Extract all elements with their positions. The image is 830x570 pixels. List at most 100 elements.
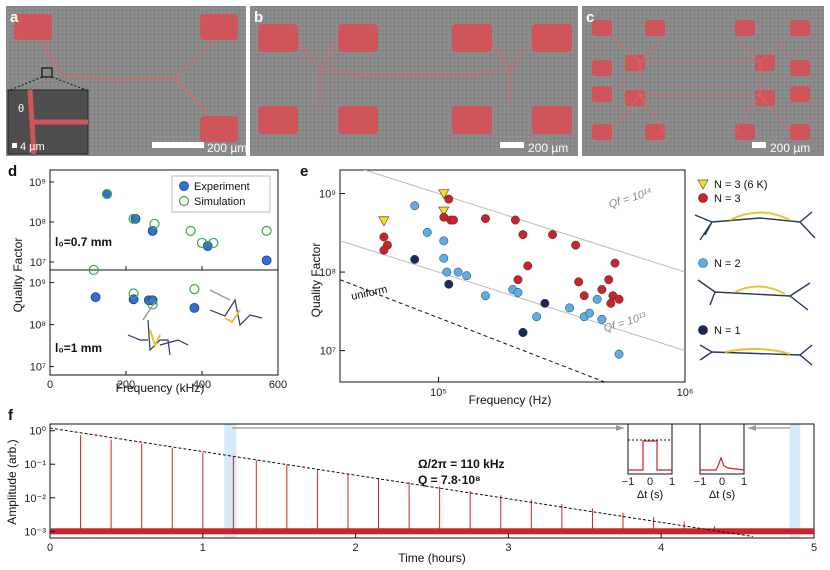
x-tick-label: 0 — [47, 542, 53, 554]
panel-f-ylabel: Amplitude (arb.) — [5, 439, 19, 524]
panel-d-xlabel: Frequency (kHz) — [116, 381, 205, 395]
data-point — [574, 277, 584, 287]
data-point — [481, 214, 490, 224]
panel-f-label: f — [8, 407, 14, 424]
x-tick-label: 0 — [47, 379, 53, 391]
data-point — [585, 308, 595, 318]
panel-b-label: b — [254, 9, 263, 26]
n3-6k-point — [378, 216, 390, 227]
simulation-point — [128, 288, 139, 299]
panel-c-label: c — [586, 9, 594, 26]
data-point — [518, 230, 528, 240]
legend-n3: N = 3 — [714, 193, 741, 205]
y-tick-label: 10⁹ — [29, 278, 46, 290]
inset-scale-text: 4 µm — [20, 141, 45, 153]
inset-angle: θ — [18, 103, 24, 115]
experiment-point — [189, 302, 200, 313]
simulation-point — [149, 218, 160, 229]
panel-c-image — [582, 6, 824, 156]
experiment-point — [261, 255, 272, 266]
legend-n2: N = 2 — [714, 258, 741, 270]
data-point — [444, 194, 454, 204]
x-tick-label: 3 — [505, 542, 511, 554]
panel-b-scale-text: 200 µm — [528, 141, 568, 155]
panel-e-xlabel: Frequency (Hz) — [469, 393, 552, 407]
svg-text:−1: −1 — [622, 476, 635, 488]
data-point — [410, 201, 420, 211]
x-tick-label: 400 — [193, 379, 211, 391]
data-point — [513, 275, 523, 285]
panel-d-bottom-note: l₀=1 mm — [55, 341, 102, 355]
y-tick-label: 10⁻³ — [24, 526, 46, 538]
panel-a-label: a — [10, 9, 19, 26]
data-point — [439, 236, 449, 246]
qf-line — [340, 240, 685, 352]
data-point — [449, 215, 458, 225]
x-tick-label: 600 — [269, 379, 287, 391]
plot-frame — [49, 423, 815, 539]
panel-d-ylabel: Quality Factor — [11, 238, 25, 313]
panel-e-legend: N = 3 (6 K) N = 3 N = 2 N = 1 — [694, 179, 816, 366]
data-point — [579, 291, 589, 301]
data-point — [614, 349, 624, 359]
experiment-point — [90, 292, 101, 303]
data-point — [410, 254, 420, 264]
data-point — [379, 245, 389, 255]
svg-text:1: 1 — [669, 476, 675, 488]
y-tick-label: 10⁻² — [24, 493, 46, 505]
data-point — [532, 312, 542, 322]
panel-a-scale-text: 200 µm — [207, 141, 247, 155]
data-point — [548, 230, 557, 240]
svg-text:−1: −1 — [694, 476, 707, 488]
panel-d-legend: Experiment Simulation — [171, 175, 271, 213]
svg-text:1: 1 — [741, 476, 747, 488]
y-tick-label: 10⁷ — [30, 362, 46, 374]
simulation-point — [189, 284, 200, 295]
inset-xlabel-2: Δt (s) — [709, 489, 735, 501]
data-point — [592, 294, 602, 304]
legend-n1: N = 1 — [714, 325, 741, 337]
y-tick-label: 10⁰ — [29, 426, 46, 438]
y-tick-label: 10⁷ — [320, 346, 336, 358]
experiment-point — [202, 241, 213, 251]
data-point — [422, 227, 432, 237]
annotation-q: Q = 7.8·10⁸ — [418, 473, 481, 487]
legend-n3-6k: N = 3 (6 K) — [714, 179, 768, 191]
x-tick-label: 1 — [200, 542, 206, 554]
data-point — [462, 271, 472, 281]
x-tick-label: 10⁶ — [677, 387, 694, 399]
panel-e-label: e — [300, 163, 308, 180]
y-tick-label: 10⁹ — [29, 177, 46, 189]
y-tick-label: 10⁻¹ — [24, 459, 46, 471]
highlight-band — [789, 424, 801, 538]
svg-text:0: 0 — [647, 476, 653, 488]
panel-c-scale-text: 200 µm — [770, 141, 810, 155]
decay-fit-line — [49, 427, 753, 537]
noise-floor — [50, 528, 814, 535]
data-point — [523, 261, 533, 271]
data-point — [453, 267, 463, 277]
panel-b-image — [250, 6, 578, 156]
panel-a-image — [6, 6, 246, 156]
simulation-point — [101, 188, 113, 200]
data-point — [614, 294, 624, 304]
panel-d-label: d — [8, 163, 17, 180]
simulation-point — [196, 237, 208, 249]
simulation-point — [88, 264, 99, 276]
x-tick-label: 10⁵ — [430, 387, 447, 399]
data-point — [513, 288, 523, 297]
label-qf14: Qf = 10¹⁴ — [607, 186, 654, 211]
panel-e-ylabel: Quality Factor — [309, 243, 323, 318]
highlight-band — [224, 424, 237, 538]
plot-frame — [49, 269, 279, 376]
data-point — [442, 267, 452, 277]
data-point — [379, 232, 389, 242]
n3-6k-point — [438, 189, 450, 200]
x-tick-label: 200 — [117, 379, 135, 391]
inset-xlabel-1: Δt (s) — [637, 489, 663, 501]
data-point — [610, 258, 620, 268]
